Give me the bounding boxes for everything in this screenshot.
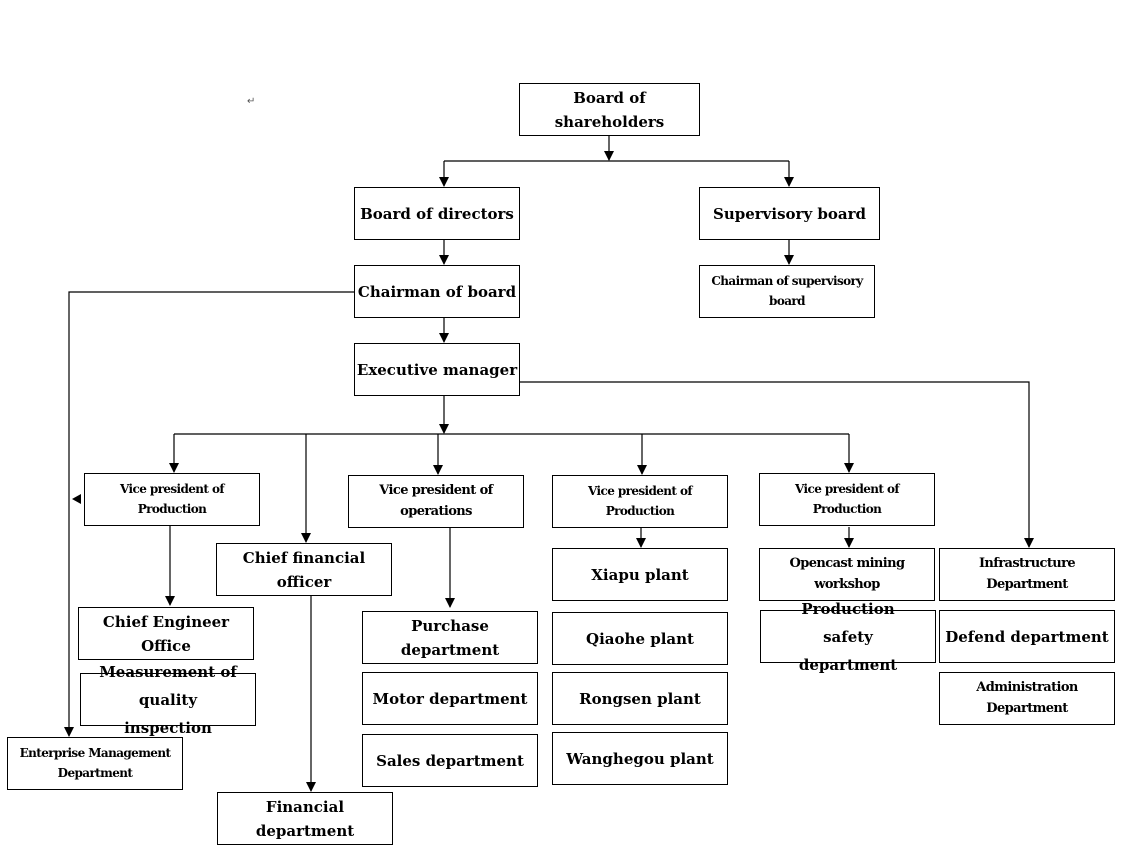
node-infrastructure-department: Infrastructure Department [939, 548, 1115, 601]
node-motor-department: Motor department [362, 672, 538, 725]
node-sales-department: Sales department [362, 734, 538, 787]
edge-executive-infrastructure [519, 381, 1034, 548]
node-rongsen-plant: Rongsen plant [552, 672, 728, 725]
node-chief-financial-officer: Chief financial officer [216, 543, 392, 596]
node-measurement-quality-inspection: Measurement of quality inspection [80, 663, 256, 737]
node-executive-manager: Executive manager [354, 343, 520, 396]
node-supervisory-board: Supervisory board [699, 187, 880, 240]
node-chairman-of-supervisory-board: Chairman of supervisory board [699, 265, 875, 318]
paragraph-mark: ↵ [247, 96, 256, 107]
node-qiaohe-plant: Qiaohe plant [552, 612, 728, 665]
node-production-safety-department: Production safety department [760, 600, 936, 674]
node-board-of-shareholders: Board of shareholders [519, 83, 700, 136]
node-financial-department: Financial department [217, 792, 393, 845]
node-opencast-mining-workshop: Opencast mining workshop [759, 548, 935, 601]
node-vp-production-1: Vice president of Production [84, 473, 260, 526]
node-enterprise-management-department: Enterprise Management Department [7, 737, 183, 790]
node-vp-operations: Vice president of operations [348, 475, 524, 528]
node-chairman-of-board: Chairman of board [354, 265, 520, 318]
node-xiapu-plant: Xiapu plant [552, 548, 728, 601]
node-administration-department: Administration Department [939, 672, 1115, 725]
node-board-of-directors: Board of directors [354, 187, 520, 240]
node-defend-department: Defend department [939, 610, 1115, 663]
edge-chairman-enterprise [64, 291, 354, 737]
node-wanghegou-plant: Wanghegou plant [552, 732, 728, 785]
node-vp-production-3: Vice president of Production [759, 473, 935, 526]
node-vp-production-2: Vice president of Production [552, 475, 728, 528]
stray-arrowhead [72, 494, 81, 504]
node-chief-engineer-office: Chief Engineer Office [78, 607, 254, 660]
node-purchase-department: Purchase department [362, 611, 538, 664]
